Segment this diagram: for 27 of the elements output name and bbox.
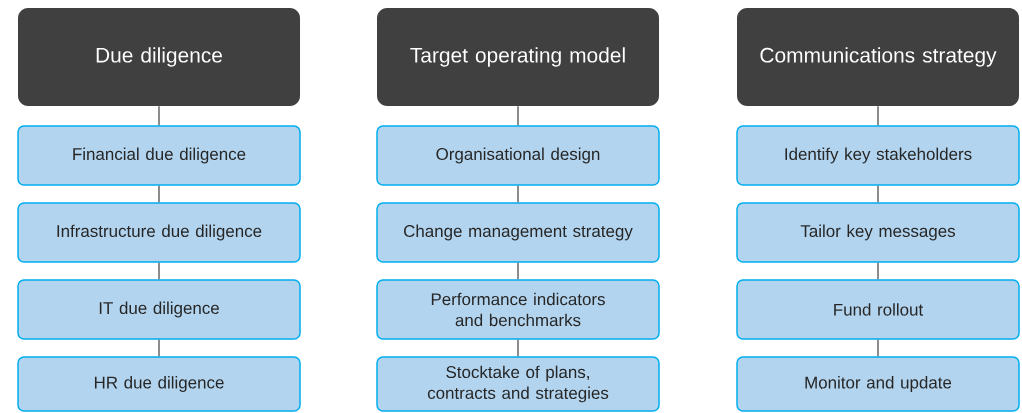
connector-line xyxy=(158,339,160,357)
connector-line xyxy=(517,262,519,280)
connector-line xyxy=(517,185,519,203)
connector-line xyxy=(158,185,160,203)
connector-line xyxy=(877,262,879,280)
process-box: Monitor and update xyxy=(736,356,1020,412)
connector-line xyxy=(517,339,519,357)
process-box: Infrastructure due diligence xyxy=(17,202,301,263)
connector-line xyxy=(877,339,879,357)
process-box: Performance indicators and benchmarks xyxy=(376,279,660,340)
header-box: Communications strategy xyxy=(737,8,1019,106)
process-box: Tailor key messages xyxy=(736,202,1020,263)
header-box: Due diligence xyxy=(18,8,300,106)
process-box: Organisational design xyxy=(376,125,660,186)
process-box: IT due diligence xyxy=(17,279,301,340)
process-box: Stocktake of plans, contracts and strategies xyxy=(376,356,660,412)
connector-line xyxy=(877,105,879,126)
connector-line xyxy=(158,262,160,280)
header-box: Target operating model xyxy=(377,8,659,106)
process-box: Fund rollout xyxy=(736,279,1020,340)
connector-line xyxy=(517,105,519,126)
connector-line xyxy=(158,105,160,126)
process-box: HR due diligence xyxy=(17,356,301,412)
connector-line xyxy=(877,185,879,203)
process-box: Change management strategy xyxy=(376,202,660,263)
process-box: Financial due diligence xyxy=(17,125,301,186)
process-box: Identify key stakeholders xyxy=(736,125,1020,186)
